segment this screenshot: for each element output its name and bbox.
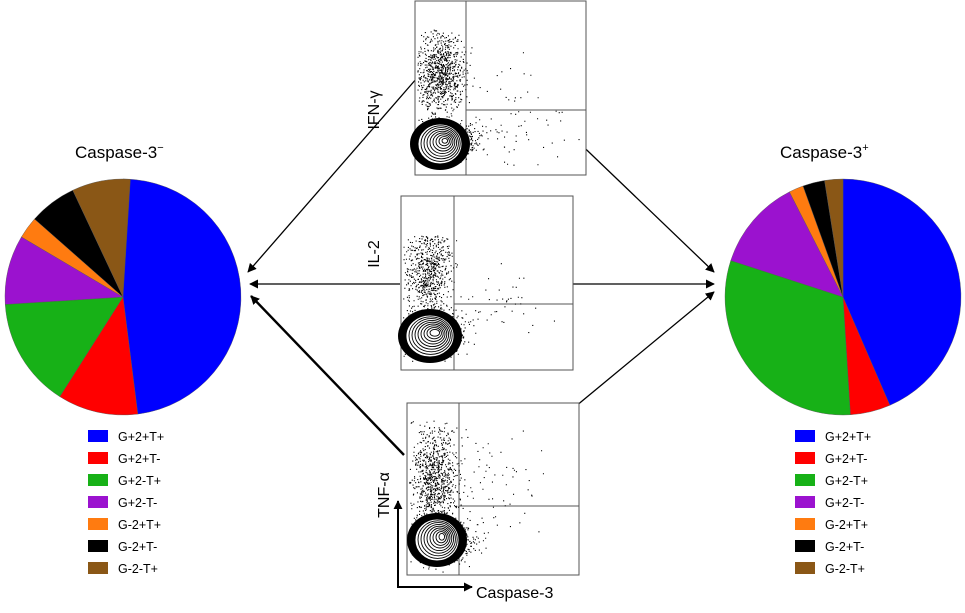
legend-swatch-G+2-T+ xyxy=(795,474,815,486)
pie-slice-G+2+T- xyxy=(59,296,139,416)
contour-line xyxy=(438,532,446,541)
flow-panel-il2 xyxy=(398,195,574,371)
legend-swatch-G+2-T- xyxy=(88,496,108,508)
contour-line xyxy=(411,318,451,353)
legend-label-G+2+T-: G+2+T- xyxy=(825,452,867,466)
arrow-tnf-to-caspase-negative xyxy=(250,295,405,456)
legend-swatch-G-2+T+ xyxy=(795,518,815,530)
legend-swatch-G-2-T+ xyxy=(88,562,108,574)
legend-label-G-2+T-: G-2+T- xyxy=(825,540,864,554)
pie-slice-G+2-T- xyxy=(730,191,844,298)
legend-swatch-G+2+T- xyxy=(795,452,815,464)
legend-label-G-2+T+: G-2+T+ xyxy=(825,518,868,532)
legend-swatch-G-2-T+ xyxy=(795,562,815,574)
pie-chart-caspase-positive xyxy=(724,178,962,416)
contour-line xyxy=(432,529,449,546)
contour-line xyxy=(426,327,442,340)
ifn-gamma-axis-label: IFN-γ xyxy=(366,90,383,129)
legend-right: G+2+T+ G+2+T- G+2-T+ G+2-T- G-2+T+ G-2+T- G-2-… xyxy=(795,430,871,576)
legend-label-G-2+T-: G-2+T- xyxy=(118,540,157,554)
arrow-ifn-to-caspase-negative xyxy=(247,77,418,273)
legend-label-G+2-T+: G+2-T+ xyxy=(825,474,868,488)
contour-line xyxy=(414,319,450,350)
contour-plot xyxy=(407,513,467,567)
legend-label-G+2-T-: G+2-T- xyxy=(825,496,864,510)
pie-slice-G+2-T+ xyxy=(724,260,851,416)
contour-line xyxy=(429,527,451,549)
contour-line xyxy=(432,132,454,152)
contour-plot xyxy=(398,309,462,363)
legend-label-G-2-T+: G-2-T+ xyxy=(118,562,158,576)
flow-panel-ifn xyxy=(410,0,587,176)
tnf-alpha-axis-label: TNF-α xyxy=(376,472,393,518)
contour-line xyxy=(441,137,449,144)
legend-swatch-G+2+T+ xyxy=(795,430,815,442)
legend-swatch-G-2+T- xyxy=(795,540,815,552)
contour-line xyxy=(435,134,452,149)
contour-line xyxy=(420,522,456,557)
contour-line xyxy=(426,525,453,552)
legend-swatch-G-2+T+ xyxy=(88,518,108,530)
contour-line xyxy=(429,328,441,337)
legend-left: G+2+T+ G+2+T- G+2-T+ G+2-T- G-2+T+ G-2+T- G-2-… xyxy=(88,430,164,576)
contour-line xyxy=(429,130,456,155)
pie-slice-G-2-T+ xyxy=(824,178,844,298)
legend-swatch-G-2+T- xyxy=(88,540,108,552)
caspase-negative-title: Caspase-3− xyxy=(75,142,164,162)
legend-label-G+2-T+: G+2-T+ xyxy=(118,474,161,488)
il2-axis-label: IL-2 xyxy=(366,240,383,268)
legend-swatch-G+2+T- xyxy=(88,452,108,464)
caspase-positive-title: Caspase-3+ xyxy=(780,142,869,162)
legend-label-G+2-T-: G+2-T- xyxy=(118,496,157,510)
legend-label-G-2-T+: G-2-T+ xyxy=(825,562,865,576)
contour-line xyxy=(408,316,453,355)
contour-line xyxy=(423,523,455,554)
contour-line xyxy=(420,323,446,345)
legend-label-G+2+T+: G+2+T+ xyxy=(118,430,164,444)
pie-slice-G+2+T+ xyxy=(122,178,242,415)
caspase-3-axis-label: Caspase-3 xyxy=(476,585,553,602)
flow-panel-tnf xyxy=(406,402,580,576)
pie-slice-G+2-T+ xyxy=(5,296,124,397)
contour-line xyxy=(435,531,447,544)
legend-swatch-G+2-T- xyxy=(795,496,815,508)
contour-line xyxy=(417,321,448,348)
legend-label-G+2+T+: G+2+T+ xyxy=(825,430,871,444)
legend-swatch-G+2-T+ xyxy=(88,474,108,486)
pie-chart-caspase-negative xyxy=(4,178,242,416)
contour-line xyxy=(423,325,444,342)
contour-plot xyxy=(410,118,470,170)
contour-line xyxy=(420,125,461,162)
legend-swatch-G+2+T+ xyxy=(88,430,108,442)
contour-line xyxy=(417,520,458,559)
pie-slice-G+2+T+ xyxy=(842,178,962,406)
legend-label-G+2+T-: G+2+T- xyxy=(118,452,160,466)
contour-line xyxy=(423,127,459,160)
legend-label-G-2+T+: G-2+T+ xyxy=(118,518,161,532)
pie-slice-G-2-T+ xyxy=(72,178,131,298)
contour-line xyxy=(426,128,458,157)
contour-line xyxy=(438,136,450,147)
